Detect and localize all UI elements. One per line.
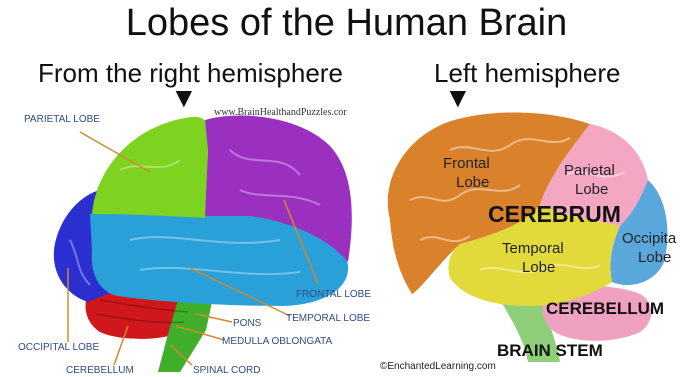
watermark-text: www.BrainHealthandPuzzles.cor [214,107,347,118]
label-temporal-lobe: TEMPORAL LOBE [286,313,370,324]
label-pons: PONS [233,318,262,329]
label-medulla-oblongata: MEDULLA OBLONGATA [222,336,333,347]
label-temporal-lobe-line1: Temporal [502,240,564,257]
label-occipital-lobe: OCCIPITAL LOBE [18,342,99,353]
label-spinal-cord: SPINAL CORD [193,365,260,376]
label-parietal-lobe: PARIETAL LOBE [24,114,100,125]
label-occipital-lobe-line1: Occipita [622,230,677,247]
label-occipital-lobe-line2: Lobe [638,249,671,266]
label-cerebellum: CEREBELLUM [66,365,134,376]
label-frontal-lobe-line2: Lobe [456,174,489,191]
label-temporal-lobe-line2: Lobe [522,259,555,276]
credit-text: ©EnchantedLearning.com [380,361,496,372]
label-frontal-lobe-line1: Frontal [443,155,490,172]
label-parietal-lobe-line2: Lobe [575,181,608,198]
label-parietal-lobe-line1: Parietal [564,162,615,179]
label-brain-stem: BRAIN STEM [497,341,603,360]
label-cerebellum: CEREBELLUM [546,299,664,318]
left-hemisphere-brain: Frontal Lobe Parietal Lobe CEREBRUM Occi… [380,112,677,372]
label-frontal-lobe: FRONTAL LOBE [296,289,371,300]
label-cerebrum: CEREBRUM [488,201,621,227]
right-hemisphere-brain: www.BrainHealthandPuzzles.cor PARIETAL L… [18,107,371,376]
